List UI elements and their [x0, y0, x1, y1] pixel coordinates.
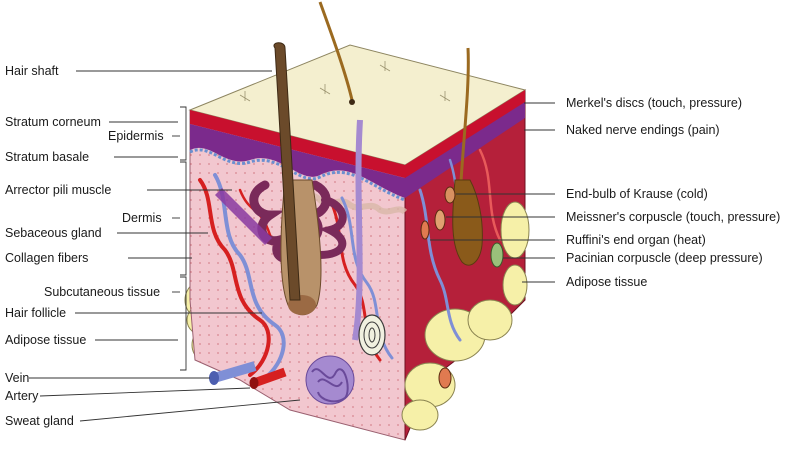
label-naked-nerve-endings: Naked nerve endings (pain): [566, 123, 720, 137]
label-stratum-corneum: Stratum corneum: [5, 115, 101, 129]
label-merkels-discs: Merkel's discs (touch, pressure): [566, 96, 743, 110]
label-subcutaneous-tissue: Subcutaneous tissue: [44, 285, 161, 299]
hair-right-face: [452, 47, 483, 266]
pacinian-corpuscle: [358, 242, 504, 356]
label-sweat-gland: Sweat gland: [5, 414, 74, 428]
hair-shaft-thin: [318, 1, 354, 101]
label-hair-follicle: Hair follicle: [5, 306, 67, 320]
stratum-basale-line: [189, 148, 406, 202]
label-epidermis: Epidermis: [108, 129, 164, 143]
stratum-corneum-layer: [190, 110, 405, 178]
label-arrector-pili-muscle: Arrector pili muscle: [5, 183, 112, 197]
label-ruffinis-end-organ: Ruffini's end organ (heat): [566, 233, 706, 247]
label-adipose-tissue-left: Adipose tissue: [5, 333, 87, 347]
artery-cross-section: [249, 367, 287, 389]
label-artery: Artery: [5, 389, 39, 403]
vein-cross-section: [209, 361, 257, 385]
meissners-corpuscle: [434, 209, 446, 231]
label-end-bulb-of-krause: End-bulb of Krause (cold): [566, 187, 708, 201]
arrector-pili-muscle: [215, 188, 272, 245]
ruffinis-end-organ: [420, 220, 430, 240]
label-sebaceous-gland: Sebaceous gland: [5, 226, 102, 240]
label-stratum-basale: Stratum basale: [5, 150, 90, 164]
epidermis-layer: [190, 124, 405, 198]
label-dermis: Dermis: [122, 211, 162, 225]
label-collagen-fibers: Collagen fibers: [5, 251, 89, 265]
leader-lines: [29, 70, 555, 422]
label-pacinian-corpuscle: Pacinian corpuscle (deep pressure): [566, 251, 763, 265]
end-bulb-of-krause: [444, 186, 456, 204]
label-adipose-tissue-right: Adipose tissue: [566, 275, 648, 289]
sweat-gland: [305, 119, 363, 405]
hair-shaft: [273, 42, 301, 301]
label-meissners-corpuscle: Meissner's corpuscle (touch, pressure): [566, 210, 781, 224]
label-hair-shaft: Hair shaft: [5, 64, 59, 78]
label-vein: Vein: [5, 371, 30, 385]
